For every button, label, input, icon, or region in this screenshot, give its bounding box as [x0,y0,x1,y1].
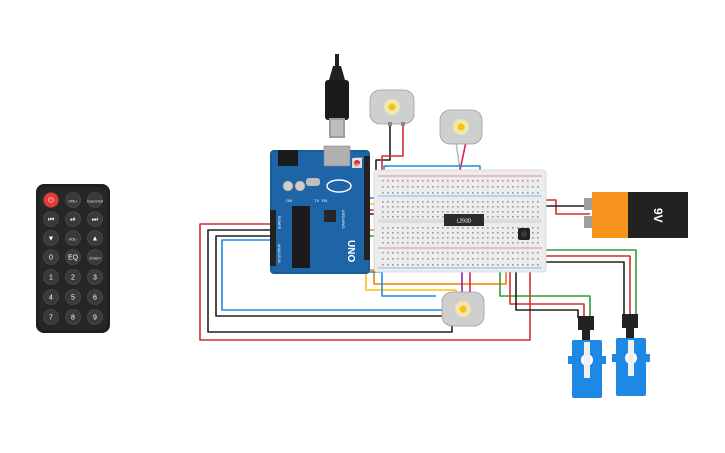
remote-button-label: ⏻ [48,196,54,204]
wire-black-servo1 [515,262,579,318]
arduino-model-label: UNO [345,240,356,262]
arduino-power-label: POWER [277,216,281,230]
remote-button-voldown[interactable]: VOL- [65,230,81,246]
servo-motor-1[interactable] [568,316,606,398]
remote-button-n2[interactable]: 2 [65,269,81,285]
remote-button-label: 1 [49,274,53,281]
arduino-on-label: ON [286,198,292,203]
remote-button-strept[interactable]: ST/REPT [87,249,103,265]
remote-button-eq[interactable]: EQ [65,249,81,265]
remote-button-label: 9 [93,314,97,321]
battery-9v[interactable]: 9V [584,192,688,238]
remote-button-n3[interactable]: 3 [87,269,103,285]
remote-button-label: VOL+ [68,199,77,203]
arduino-rx-label: RX [322,198,328,203]
wire-red-loop [199,223,531,341]
remote-button-n6[interactable]: 6 [87,289,103,305]
wire-blue-loop [221,239,444,311]
ir-receiver[interactable] [518,228,530,240]
remote-button-label: 0 [49,254,53,261]
arduino-aref-label: AREF [354,157,363,161]
wire-black-loop-1 [207,229,453,333]
remote-button-volup[interactable]: VOL+ [65,192,81,208]
remote-button-label: FUNC/STOP [87,199,103,203]
remote-button-label: ▲ [92,235,99,242]
remote-button-n9[interactable]: 9 [87,309,103,325]
remote-button-up[interactable]: ▲ [87,230,103,246]
wire-black-servo2 [540,261,625,316]
arduino-tx-label: TX [314,198,319,203]
remote-button-n8[interactable]: 8 [65,309,81,325]
remote-button-label: ST/REPT [89,256,101,260]
motor-driver-ic[interactable]: L293D [444,214,484,226]
remote-button-n4[interactable]: 4 [43,289,59,305]
wire-red-servo1 [509,262,585,318]
wire-green-servo2 [540,249,637,316]
wire-green-servo1 [499,256,591,318]
remote-button-label: 4 [49,294,53,301]
remote-button-label: EQ [68,254,79,261]
remote-button-zero[interactable]: 0 [43,249,59,265]
dc-motor-3[interactable] [441,291,485,327]
remote-button-label: 3 [93,274,97,281]
battery-label: 9V [651,208,665,223]
arduino-uno-board[interactable]: UNO ARDUINO ON TX RX AREF GND POWER ANAL… [270,145,370,274]
remote-button-power[interactable]: ⏻ [43,192,59,208]
dc-motor-1[interactable] [369,89,415,126]
arduino-analog-label: ANALOG IN [277,244,281,264]
dc-motor-2[interactable] [439,109,483,145]
wire-black-loop-2 [215,235,444,317]
usb-cable [325,54,349,138]
remote-button-down[interactable]: ▼ [43,230,59,246]
remote-button-grid: ⏻ VOL+ FUNC/STOP ⏮ ⏯ ⏭ ▼ VOL- ▲ 0 EQ ST/REPT 1 2 3 4 5 6 7… [43,192,103,325]
remote-button-label: ⏯ [70,216,76,223]
remote-button-label: ⏭ [92,216,99,223]
driver-ic-label: L293D [457,219,472,225]
breadboard-holes [382,180,539,266]
remote-button-label: 2 [71,274,75,281]
remote-button-n5[interactable]: 5 [65,289,81,305]
remote-button-label: ⏮ [48,216,54,223]
remote-button-label: 8 [71,314,75,321]
wire-red-servo2 [540,255,631,316]
remote-button-n7[interactable]: 7 [43,309,59,325]
remote-button-n1[interactable]: 1 [43,269,59,285]
remote-button-play[interactable]: ⏯ [65,211,81,227]
arduino-brand-label: ARDUINO [341,210,346,228]
remote-button-prev[interactable]: ⏮ [43,211,59,227]
remote-button-label: 7 [49,314,53,321]
remote-button-label: 6 [93,294,97,301]
ir-remote[interactable]: ⏻ VOL+ FUNC/STOP ⏮ ⏯ ⏭ ▼ VOL- ▲ 0 EQ ST/REPT 1 2 3 4 5 6 7… [36,184,110,333]
remote-button-label: 5 [71,294,75,301]
arduino-gnd-label: GND [354,163,362,167]
remote-button-func[interactable]: FUNC/STOP [87,192,103,208]
remote-button-label: ▼ [48,235,55,242]
remote-button-label: VOL- [69,237,78,241]
servo-motor-2[interactable] [612,314,650,396]
remote-button-next[interactable]: ⏭ [87,211,103,227]
